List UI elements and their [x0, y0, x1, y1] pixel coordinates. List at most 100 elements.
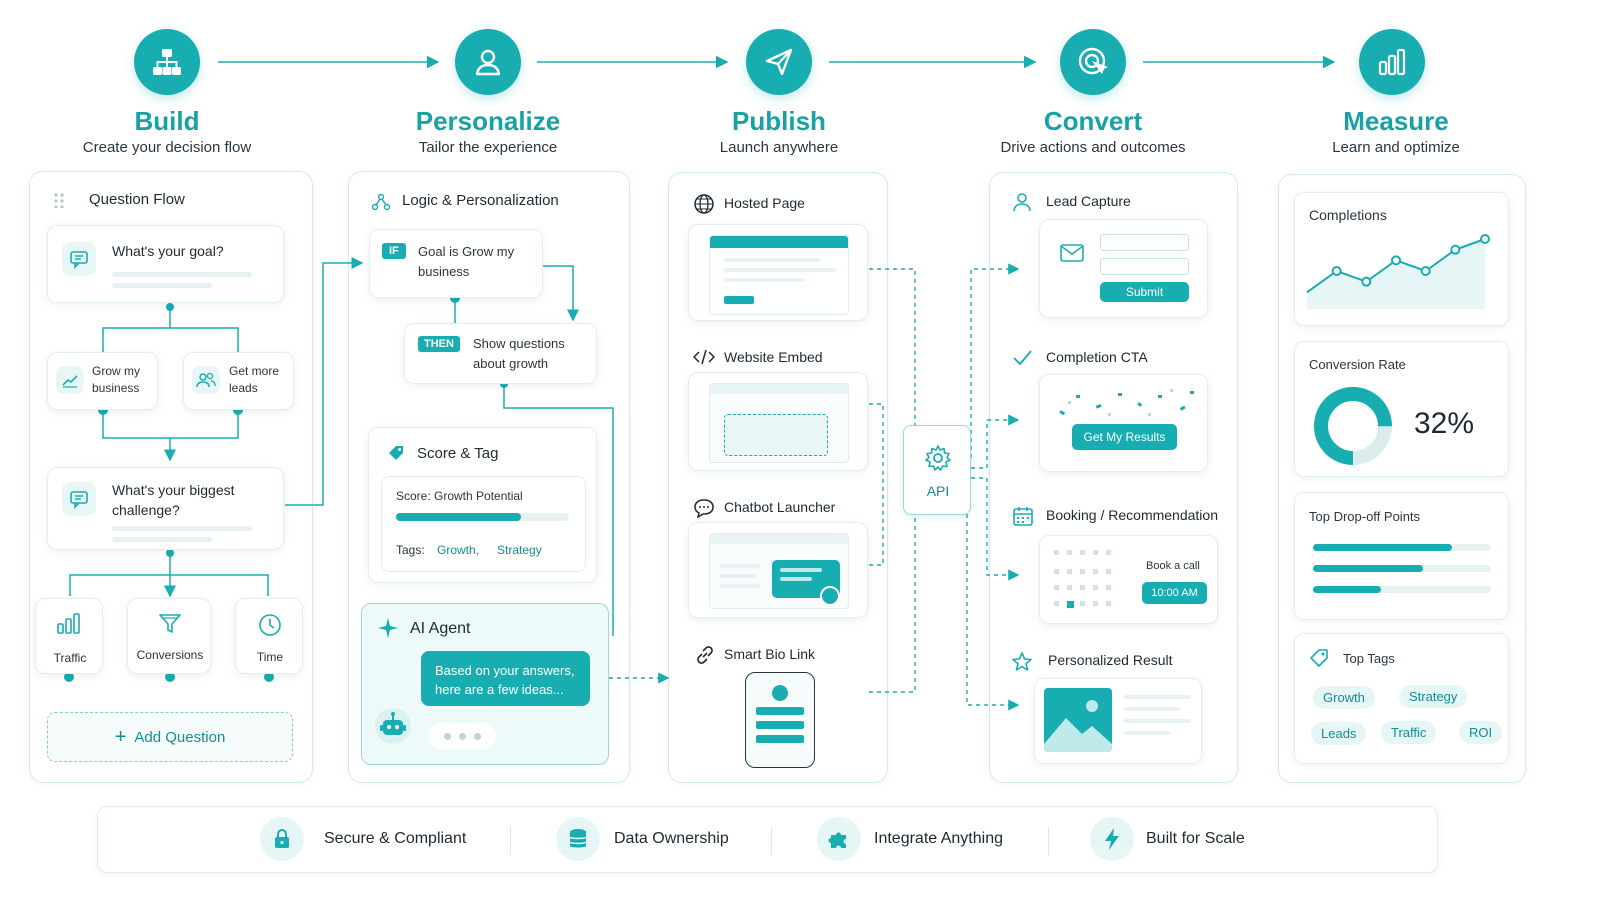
completion-cta-card[interactable]: Get My Results [1039, 374, 1208, 472]
leaf-card-traffic[interactable]: Traffic [35, 598, 103, 674]
browser-mockup [709, 235, 849, 315]
add-question-button[interactable]: + Add Question [47, 712, 293, 762]
lead-capture-header: Lead Capture [1046, 193, 1131, 209]
score-value: Growth Potential [434, 489, 523, 503]
get-results-button[interactable]: Get My Results [1072, 424, 1177, 450]
phone-mockup[interactable] [745, 672, 815, 768]
envelope-icon [1060, 244, 1084, 267]
completions-point [1331, 266, 1342, 276]
stage-title: Personalize [415, 106, 561, 136]
option-card-grow[interactable]: Grow my business [47, 352, 158, 410]
tag-chip: Strategy [497, 543, 542, 557]
sparkle-icon [377, 617, 399, 644]
placeholder-line [112, 272, 252, 277]
personalized-result-card[interactable] [1034, 678, 1202, 764]
leaf-label: Traffic [53, 651, 87, 665]
score-tag-header: Score & Tag [417, 445, 499, 462]
stage-title: Convert [1043, 106, 1143, 136]
tag-pill[interactable]: Leads [1311, 722, 1367, 745]
chatbot-launcher-card[interactable] [688, 522, 868, 618]
time-slot-button[interactable]: 10:00 AM [1142, 582, 1207, 604]
website-embed-card[interactable] [688, 372, 868, 471]
footer-item-integrate: Integrate Anything [817, 817, 1003, 861]
chat-bubble-icon [693, 498, 715, 523]
check-icon [1011, 348, 1033, 373]
then-action-card[interactable]: THEN Show questions about growth [404, 323, 597, 384]
footer-item-secure: Secure & Compliant [260, 817, 466, 861]
footer-divider [1048, 827, 1049, 855]
tag-pill[interactable]: ROI [1459, 721, 1503, 744]
image-icon [1044, 688, 1112, 752]
submit-button[interactable]: Submit [1100, 282, 1189, 302]
placeholder-line [1124, 731, 1170, 735]
paper-plane-icon [746, 29, 812, 95]
leaf-card-conversions[interactable]: Conversions [127, 598, 211, 674]
score-label: Score: [396, 489, 431, 503]
placeholder-line [1124, 719, 1190, 723]
star-icon [1011, 651, 1033, 678]
question-flow-header: Question Flow [89, 191, 185, 208]
globe-icon [693, 193, 715, 220]
stage-subtitle: Launch anywhere [719, 139, 839, 156]
leaf-card-time[interactable]: Time [235, 598, 303, 674]
tag-pill[interactable]: Traffic [1381, 721, 1437, 744]
question-text: What's your biggest challenge? [112, 482, 235, 518]
name-field[interactable] [1100, 234, 1189, 251]
conversion-rate-card: Conversion Rate 32% [1294, 341, 1509, 477]
placeholder-line [112, 526, 252, 531]
stage-title: Publish [732, 106, 826, 136]
question-card-challenge[interactable]: What's your biggest challenge? [47, 467, 284, 550]
stage-title: Measure [1343, 106, 1449, 136]
logic-nodes-icon [371, 193, 391, 216]
if-condition-card[interactable]: IF Goal is Grow my business [369, 229, 543, 298]
smart-bio-link-header: Smart Bio Link [724, 646, 816, 662]
tag-icon [387, 444, 405, 467]
trend-line-icon [56, 366, 84, 394]
plus-icon: + [114, 726, 127, 748]
stage-subtitle: Create your decision flow [82, 139, 252, 156]
conversion-value: 32% [1414, 407, 1475, 440]
personalized-result-header: Personalized Result [1048, 652, 1173, 668]
placeholder-line [112, 537, 212, 542]
typing-indicator [428, 723, 496, 749]
api-label: API [926, 483, 950, 499]
api-node[interactable]: API [903, 425, 971, 515]
tag-pill[interactable]: Growth [1313, 686, 1375, 709]
lead-capture-card[interactable]: Submit [1039, 219, 1208, 318]
footer-label: Secure & Compliant [324, 830, 467, 847]
target-cursor-icon [1060, 29, 1126, 95]
tag-pill[interactable]: Strategy [1399, 685, 1468, 708]
email-field[interactable] [1100, 258, 1189, 275]
if-text: Goal is Grow my business [418, 244, 515, 279]
confetti-graphic [1059, 389, 1194, 416]
booking-card[interactable]: Book a call 10:00 AM [1039, 535, 1218, 624]
drag-grip-icon[interactable] [53, 192, 69, 209]
then-tag: THEN [418, 336, 460, 352]
user-icon [1011, 191, 1033, 218]
option-card-leads[interactable]: Get more leads [183, 352, 294, 410]
hosted-page-card[interactable] [688, 224, 868, 321]
robot-icon [374, 707, 412, 750]
stage-subtitle: Tailor the experience [418, 139, 558, 156]
footer-bar [97, 806, 1438, 873]
then-text: Show questions about growth [473, 336, 565, 371]
ai-message-text: Based on your answers, here are a few id… [435, 663, 575, 697]
code-icon [692, 348, 716, 371]
question-card-goal[interactable]: What's your goal? [47, 225, 284, 303]
chatbot-mockup [709, 533, 849, 609]
add-question-label: Add Question [134, 728, 226, 746]
booking-header: Booking / Recommendation [1046, 507, 1218, 523]
ai-agent-card[interactable]: AI Agent Based on your answers, here are… [361, 603, 609, 765]
stage-title: Build [134, 106, 200, 136]
footer-label: Integrate Anything [874, 830, 1003, 847]
placeholder-line [1124, 707, 1180, 711]
completions-point [1480, 234, 1490, 244]
calendar-icon [1012, 505, 1034, 532]
funnel-icon [158, 613, 182, 640]
footer-label: Data Ownership [614, 830, 729, 847]
gear-icon [924, 444, 952, 477]
chat-bubble-icon [62, 242, 96, 276]
score-tag-card[interactable]: Score & Tag Score: Growth Potential Tags… [368, 427, 597, 583]
users-icon [192, 366, 220, 394]
leaf-label: Conversions [136, 648, 204, 662]
